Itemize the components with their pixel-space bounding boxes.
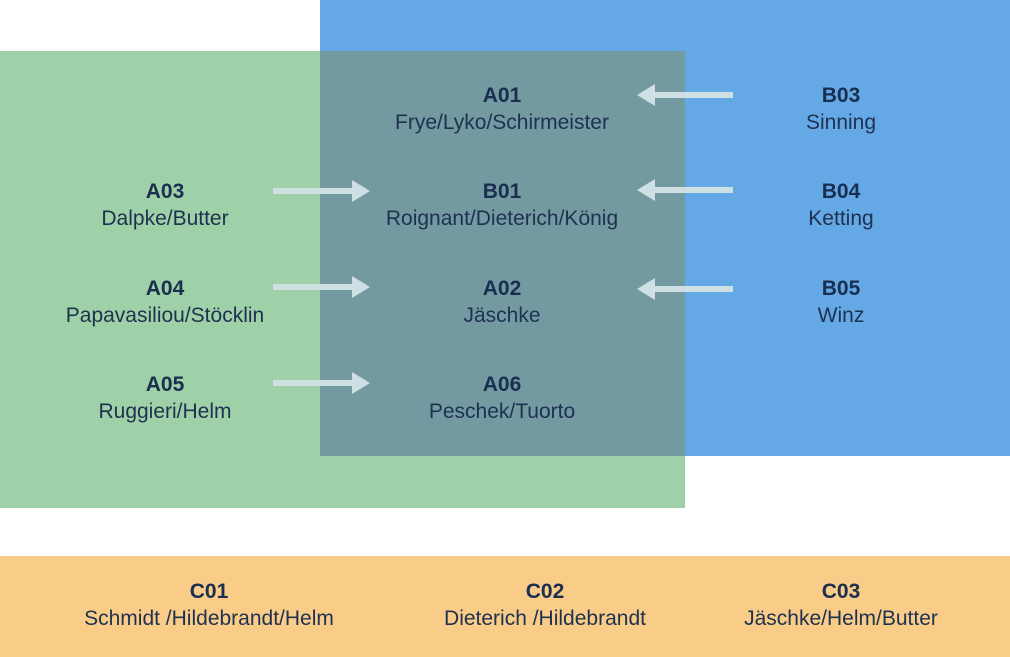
node-code: B01 bbox=[482, 180, 522, 203]
arrow-a05-a06-head bbox=[352, 372, 370, 394]
node-names: Winz bbox=[817, 304, 865, 327]
arrow-b03-a01-head bbox=[637, 84, 655, 106]
node-a02: A02 Jäschke bbox=[342, 275, 662, 329]
node-b05: B05 Winz bbox=[681, 275, 1001, 329]
node-names: Ketting bbox=[808, 207, 874, 230]
node-code: A05 bbox=[145, 373, 185, 396]
node-code: C02 bbox=[525, 580, 565, 603]
node-code: A02 bbox=[482, 277, 522, 300]
node-names: Ruggieri/Helm bbox=[98, 400, 232, 423]
node-code: A03 bbox=[145, 180, 185, 203]
node-a06: A06 Peschek/Tuorto bbox=[342, 371, 662, 425]
node-code: C03 bbox=[821, 580, 861, 603]
overlap-region bbox=[320, 51, 685, 456]
node-code: C01 bbox=[189, 580, 229, 603]
node-b03: B03 Sinning bbox=[681, 82, 1001, 136]
orange-region bbox=[0, 556, 1010, 657]
node-a05: A05 Ruggieri/Helm bbox=[5, 371, 325, 425]
node-c01: C01 Schmidt /Hildebrandt/Helm bbox=[29, 578, 389, 632]
node-names: Jäschke bbox=[463, 304, 541, 327]
node-names: Dieterich /Hildebrandt bbox=[444, 607, 646, 630]
node-c03: C03 Jäschke/Helm/Butter bbox=[681, 578, 1001, 632]
arrow-b04-b01-head bbox=[637, 179, 655, 201]
node-c02: C02 Dieterich /Hildebrandt bbox=[385, 578, 705, 632]
node-names: Roignant/Dieterich/König bbox=[385, 207, 619, 230]
node-names: Sinning bbox=[805, 111, 877, 134]
node-names: Dalpke/Butter bbox=[101, 207, 229, 230]
node-b04: B04 Ketting bbox=[681, 178, 1001, 232]
node-a03: A03 Dalpke/Butter bbox=[5, 178, 325, 232]
node-names: Papavasiliou/Stöcklin bbox=[65, 304, 265, 327]
node-b01: B01 Roignant/Dieterich/König bbox=[342, 178, 662, 232]
node-code: B05 bbox=[821, 277, 861, 300]
node-code: A01 bbox=[482, 84, 522, 107]
arrow-a03-b01-head bbox=[352, 180, 370, 202]
node-code: A04 bbox=[145, 277, 185, 300]
node-names: Peschek/Tuorto bbox=[428, 400, 576, 423]
node-names: Schmidt /Hildebrandt/Helm bbox=[84, 607, 334, 630]
node-code: A06 bbox=[482, 373, 522, 396]
node-code: B04 bbox=[821, 180, 861, 203]
node-names: Frye/Lyko/Schirmeister bbox=[395, 111, 609, 134]
node-names: Jäschke/Helm/Butter bbox=[744, 607, 938, 630]
node-a01: A01 Frye/Lyko/Schirmeister bbox=[342, 82, 662, 136]
arrow-a04-a02-head bbox=[352, 276, 370, 298]
node-a04: A04 Papavasiliou/Stöcklin bbox=[5, 275, 325, 329]
arrow-b05-a02-head bbox=[637, 278, 655, 300]
node-code: B03 bbox=[821, 84, 861, 107]
